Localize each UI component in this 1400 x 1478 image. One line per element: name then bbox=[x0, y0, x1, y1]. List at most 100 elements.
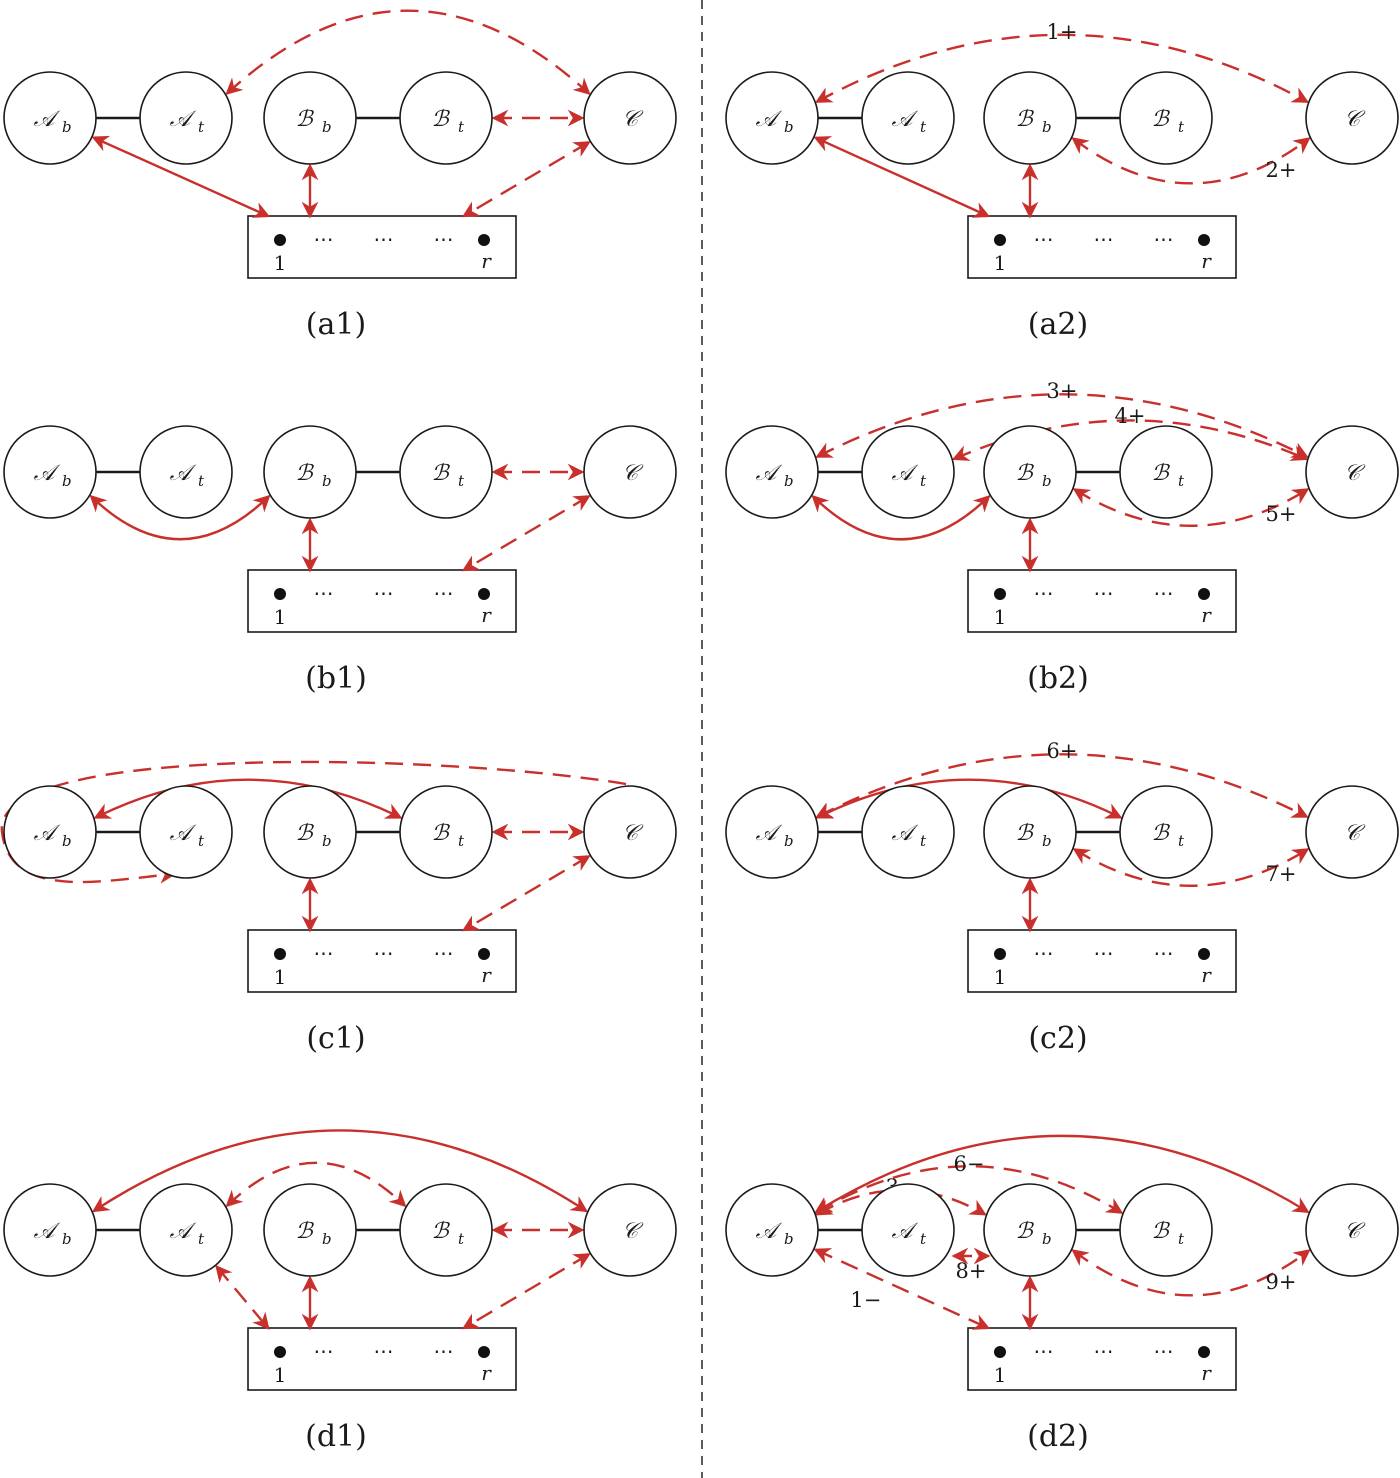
node-subscript: b bbox=[784, 118, 794, 136]
edge-Ab-Bt bbox=[814, 1165, 1124, 1214]
node-circle bbox=[263, 425, 357, 519]
node-C: 𝒞 bbox=[1305, 1183, 1399, 1277]
node-subscript: t bbox=[920, 1230, 927, 1248]
edge-Ab-Bt bbox=[93, 778, 403, 819]
node-subscript: b bbox=[1042, 472, 1052, 490]
node-circle bbox=[583, 71, 677, 165]
node-label: ℬ bbox=[1151, 461, 1170, 486]
edge-C-boxr bbox=[461, 495, 591, 572]
vertex-dot-first bbox=[994, 948, 1006, 960]
node-circle bbox=[399, 425, 493, 519]
node-subscript: t bbox=[458, 118, 465, 136]
vertex-dot-first bbox=[994, 234, 1006, 246]
node-label: ℬ bbox=[295, 107, 314, 132]
node-circle bbox=[1119, 425, 1213, 519]
edge-label: 3+ bbox=[1047, 379, 1078, 403]
edge-label: 1+ bbox=[1047, 20, 1078, 44]
box-label-last: r bbox=[481, 603, 492, 627]
vertex-dot-last bbox=[1198, 1346, 1210, 1358]
box-ellipsis: ⋯ bbox=[1094, 1339, 1115, 1363]
edge-label: 7+ bbox=[1266, 862, 1297, 886]
vertex-dot-first bbox=[994, 1346, 1006, 1358]
box-label-first: 1 bbox=[274, 605, 287, 629]
node-subscript: t bbox=[1178, 472, 1185, 490]
box-ellipsis: ⋯ bbox=[314, 941, 335, 965]
box-ellipsis: ⋯ bbox=[434, 1339, 455, 1363]
box-ellipsis: ⋯ bbox=[434, 941, 455, 965]
edge-Bb-C bbox=[1072, 848, 1310, 887]
vertex-dot-first bbox=[274, 948, 286, 960]
panel-label: (b2) bbox=[1027, 661, 1089, 696]
node-subscript: b bbox=[784, 472, 794, 490]
node-label: ℬ bbox=[1015, 107, 1034, 132]
node-circle bbox=[139, 71, 233, 165]
node-circle bbox=[3, 785, 97, 879]
vertex-dot-last bbox=[478, 948, 490, 960]
node-circle bbox=[1119, 71, 1213, 165]
box-label-last: r bbox=[481, 249, 492, 273]
node-label: ℬ bbox=[295, 821, 314, 846]
node-label: ℬ bbox=[431, 461, 450, 486]
node-circle bbox=[1119, 1183, 1213, 1277]
edge-Bb-C bbox=[1071, 1249, 1311, 1297]
edge-label: 2+ bbox=[1266, 158, 1297, 182]
vertex-box bbox=[247, 1327, 517, 1391]
node-subscript: t bbox=[198, 1230, 205, 1248]
panel-label: (c1) bbox=[306, 1021, 365, 1056]
node-circle bbox=[861, 71, 955, 165]
edge-label: 4+ bbox=[1115, 404, 1146, 428]
vertex-box bbox=[967, 1327, 1237, 1391]
node-subscript: t bbox=[458, 1230, 465, 1248]
node-circle bbox=[1305, 425, 1399, 519]
edge-label: 8+ bbox=[956, 1259, 987, 1283]
node-circle bbox=[983, 1183, 1077, 1277]
panel-label: (a2) bbox=[1028, 307, 1088, 342]
edge-label: 9+ bbox=[1266, 1270, 1297, 1294]
edge-Ab-C bbox=[91, 1129, 589, 1213]
node-subscript: t bbox=[458, 472, 465, 490]
panel-label: (b1) bbox=[305, 661, 367, 696]
node-subscript: b bbox=[322, 1230, 332, 1248]
node-circle bbox=[1305, 1183, 1399, 1277]
node-label: ℬ bbox=[431, 821, 450, 846]
node-subscript: t bbox=[198, 472, 205, 490]
node-label: ℬ bbox=[1151, 821, 1170, 846]
box-ellipsis: ⋯ bbox=[314, 1339, 335, 1363]
vertex-box bbox=[967, 929, 1237, 993]
edge-At-C bbox=[951, 419, 1309, 461]
box-label-last: r bbox=[481, 963, 492, 987]
node-circle bbox=[583, 1183, 677, 1277]
edge-label: 5+ bbox=[1266, 502, 1297, 526]
node-label: ℬ bbox=[1015, 461, 1034, 486]
box-ellipsis: ⋯ bbox=[1154, 941, 1175, 965]
edge-Bb-C bbox=[1071, 137, 1311, 185]
node-circle bbox=[861, 1183, 955, 1277]
edge-Ab-C bbox=[814, 1134, 1310, 1214]
vertex-dot-last bbox=[478, 588, 490, 600]
node-circle bbox=[3, 425, 97, 519]
node-C: 𝒞 bbox=[583, 1183, 677, 1277]
node-label: ℬ bbox=[295, 1219, 314, 1244]
edge-C-boxr bbox=[461, 1253, 591, 1330]
node-subscript: b bbox=[62, 472, 72, 490]
panel-label: (d1) bbox=[305, 1419, 367, 1454]
node-circle bbox=[3, 71, 97, 165]
